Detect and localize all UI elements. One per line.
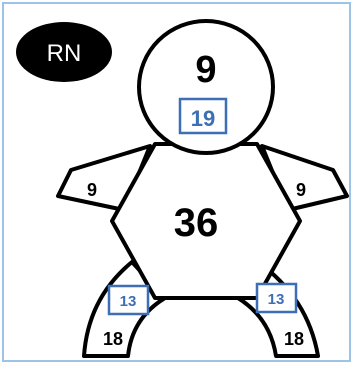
right-arm-value: 9 <box>296 180 306 200</box>
left-leg-boxed-value: 13 <box>120 293 137 310</box>
right-leg-boxed-value: 13 <box>268 291 285 308</box>
torso-value: 36 <box>174 201 219 245</box>
left-leg-value: 18 <box>103 329 123 349</box>
right-leg-value: 18 <box>284 329 304 349</box>
rn-badge-label: RN <box>47 40 82 67</box>
left-arm-value: 9 <box>87 180 97 200</box>
head-value: 9 <box>195 49 216 91</box>
head-boxed-value: 19 <box>191 106 215 131</box>
